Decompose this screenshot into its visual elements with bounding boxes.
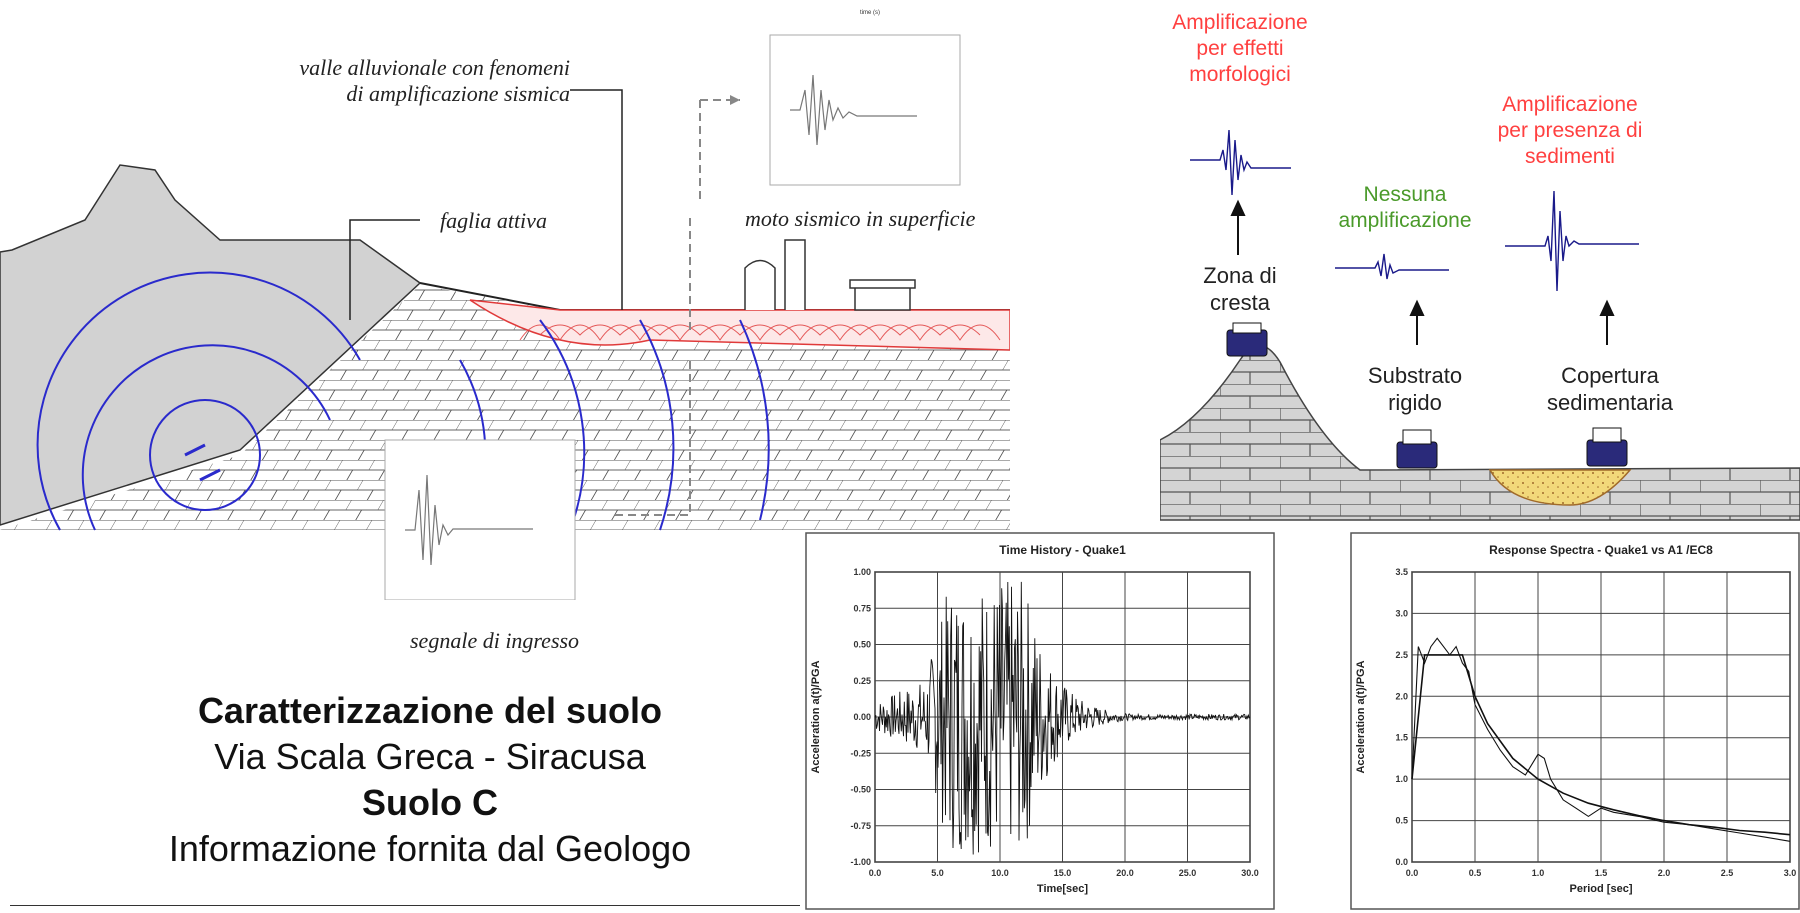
crest-label-line1: Zona di [1203, 263, 1277, 288]
y-tick-label: -0.25 [850, 748, 871, 758]
morph-title-line2: per effetti [1196, 37, 1284, 60]
input-seismogram [384, 439, 576, 600]
y-axis-label: Acceleration a(t)/PGA [810, 660, 822, 773]
x-tick-label: 0.5 [1469, 868, 1482, 878]
none-title-line2: amplificazione [1338, 209, 1472, 232]
bedrock-label-line1: Substrato [1367, 363, 1463, 388]
x-tick-label: 2.0 [1658, 868, 1671, 878]
code-spectrum-line [1411, 654, 1791, 836]
x-tick-label: 1.5 [1595, 868, 1608, 878]
chart-title: Response Spectra - Quake1 vs A1 /EC8 [1489, 543, 1713, 557]
x-tick-label: 25.0 [1179, 868, 1197, 878]
x-tick-label: 30.0 [1241, 868, 1259, 878]
svg-text:time (s): time (s) [860, 10, 880, 16]
bedrock [0, 285, 1010, 530]
y-tick-label: 1.5 [1395, 733, 1408, 743]
caption-title: Caratterizzazione del suolo [197, 690, 663, 731]
seismometers [1226, 322, 1628, 469]
y-tick-label: -0.50 [850, 785, 871, 795]
y-axis-label: Acceleration a(t)/PGA [1355, 660, 1367, 773]
y-tick-label: -1.00 [850, 857, 871, 867]
valley-label-line2: di amplificazione sismica [346, 81, 570, 106]
surface-motion-label: moto sismico in superficie [745, 206, 976, 231]
bedrock-label-line2: rigido [1388, 390, 1442, 415]
y-tick-label: 0.50 [853, 640, 871, 650]
sediment-title-line2: per presenza di [1497, 119, 1643, 142]
y-tick-label: 2.0 [1395, 691, 1408, 701]
none-title-line1: Nessuna [1363, 183, 1447, 206]
sediment-title-line1: Amplificazione [1502, 93, 1638, 116]
cover-label: Copertura sedimentaria [1520, 362, 1700, 416]
x-tick-label: 5.0 [931, 868, 944, 878]
y-tick-label: 0.00 [853, 712, 871, 722]
x-axis-label: Time[sec] [1037, 883, 1088, 895]
chart-title: Time History - Quake1 [999, 543, 1126, 557]
crest-label-line2: cresta [1210, 290, 1270, 315]
bottom-rule [10, 905, 800, 906]
buildings [744, 239, 916, 311]
x-tick-label: 10.0 [991, 868, 1009, 878]
x-tick-label: 1.0 [1532, 868, 1545, 878]
y-tick-label: 1.00 [853, 567, 871, 577]
crest-label: Zona di cresta [1180, 262, 1300, 316]
site-effects-diagram [1160, 129, 1800, 521]
bedrock-label: Substrato rigido [1355, 362, 1475, 416]
y-tick-label: 2.5 [1395, 650, 1408, 660]
morph-title-line3: morfologici [1189, 63, 1291, 86]
y-tick-label: 0.5 [1395, 816, 1408, 826]
quake-spectrum-line [1411, 637, 1791, 842]
cover-label-line2: sedimentaria [1547, 390, 1673, 415]
morph-amplification-title: Amplificazione per effetti morfologici [1140, 10, 1340, 88]
chart-frame [1350, 532, 1800, 910]
surface-seismogram: time (s) [769, 10, 961, 186]
y-tick-label: -0.75 [850, 821, 871, 831]
seismic-traces [1190, 129, 1639, 292]
valley-label: valle alluvionale con fenomeni di amplif… [200, 55, 570, 107]
geological-section: time (s) [0, 10, 1010, 600]
x-tick-label: 15.0 [1054, 868, 1072, 878]
time-history-chart: Time History - Quake1 0.0 5.0 10.0 15.0 20.0 2… [805, 532, 1275, 910]
x-tick-label: 0.0 [869, 868, 882, 878]
cover-label-line1: Copertura [1561, 363, 1659, 388]
y-tick-label: 0.75 [853, 603, 871, 613]
caption-location: Via Scala Greca - Siracusa [214, 736, 646, 777]
y-tick-label: 3.0 [1395, 608, 1408, 618]
valley-label-line1: valle alluvionale con fenomeni [299, 55, 570, 80]
caption-soil-class: Suolo C [362, 782, 498, 823]
caption: Caratterizzazione del suolo Via Scala Gr… [80, 688, 780, 872]
morph-title-line1: Amplificazione [1172, 11, 1308, 34]
x-tick-label: 3.0 [1784, 868, 1797, 878]
y-tick-label: 0.0 [1395, 857, 1408, 867]
y-tick-label: 3.5 [1395, 567, 1408, 577]
sediment-title-line3: sedimenti [1525, 145, 1615, 168]
y-tick-label: 1.0 [1395, 774, 1408, 784]
no-amplification-title: Nessuna amplificazione [1320, 182, 1490, 234]
fault-label: faglia attiva [440, 208, 547, 233]
time-history-series [874, 581, 1251, 855]
x-tick-label: 2.5 [1721, 868, 1734, 878]
y-tick-label: 0.25 [853, 676, 871, 686]
sediment-amplification-title: Amplificazione per presenza di sedimenti [1470, 92, 1670, 170]
input-signal-label: segnale di ingresso [410, 628, 580, 653]
x-axis-label: Period [sec] [1570, 883, 1633, 895]
caption-source: Informazione fornita dal Geologo [168, 828, 692, 869]
x-tick-label: 0.0 [1406, 868, 1419, 878]
x-tick-label: 20.0 [1116, 868, 1134, 878]
